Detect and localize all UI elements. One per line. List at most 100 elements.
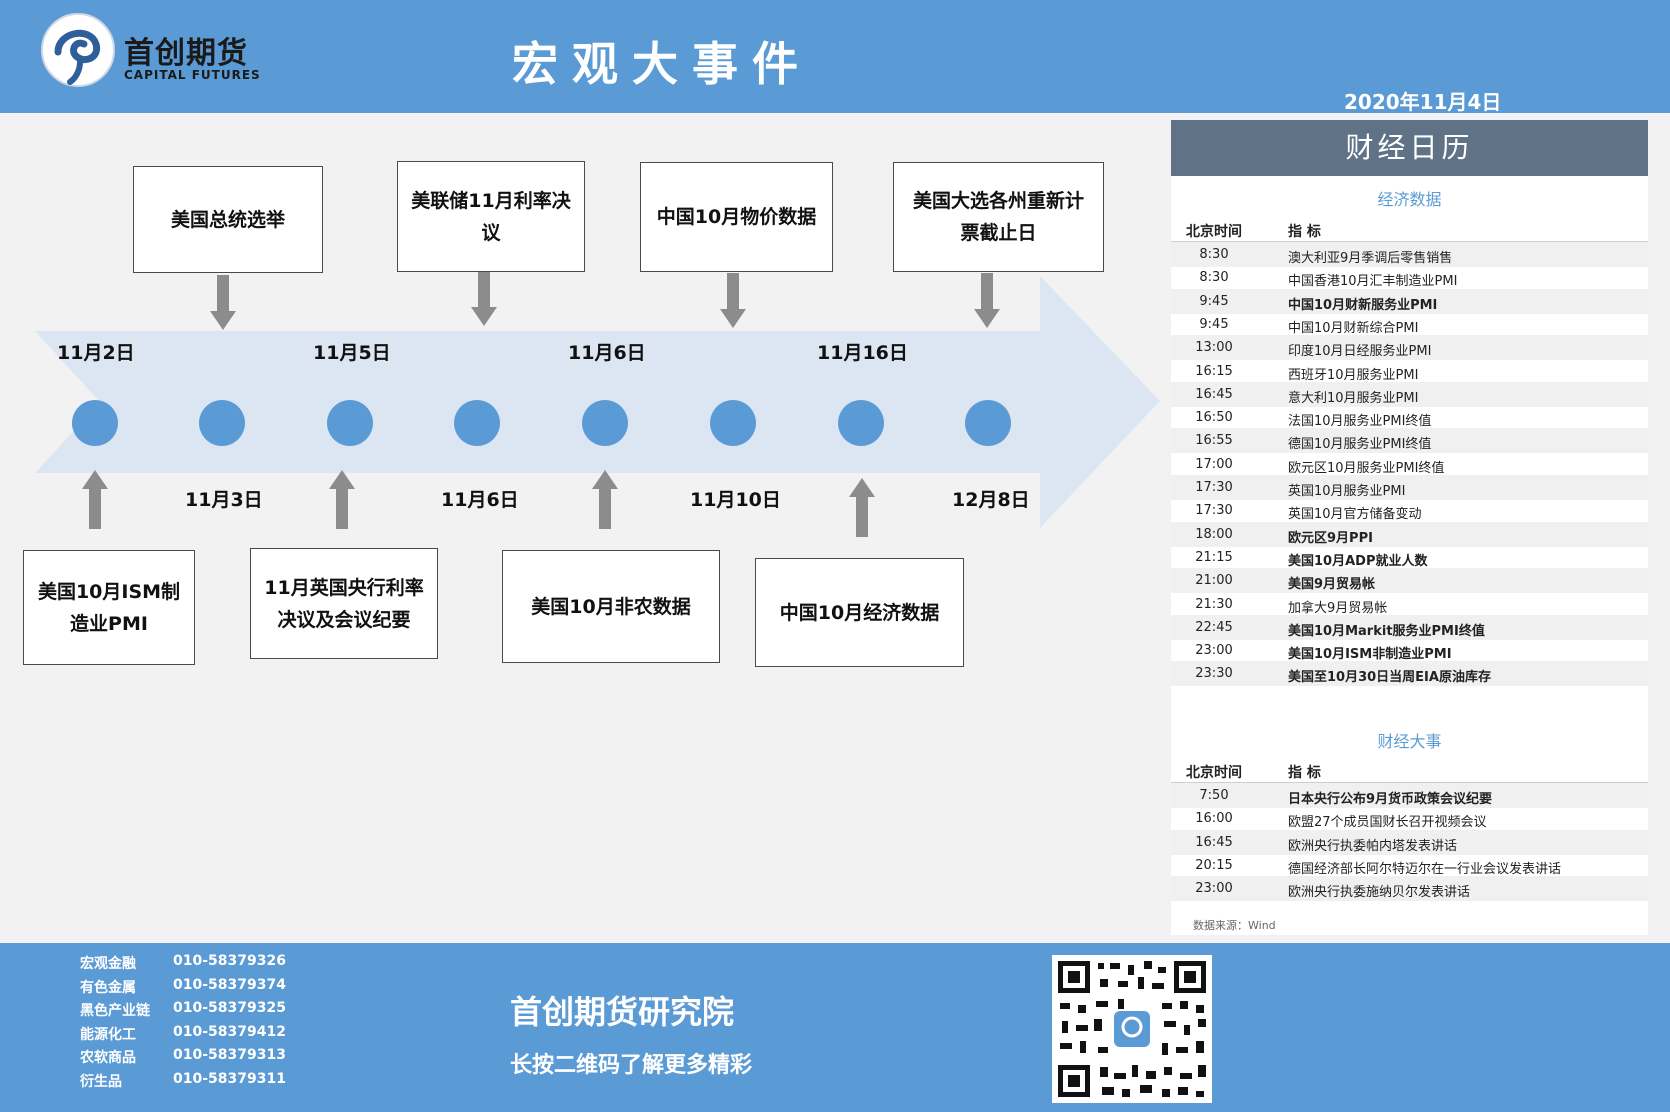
row-time: 8:30 [1199, 270, 1229, 286]
event-china-economic-data: 中国10月经济数据 [755, 558, 964, 667]
row-indicator: 中国10月财新服务业PMI [1288, 297, 1438, 313]
row-time: 21:30 [1195, 596, 1233, 612]
logo-text-en: CAPITAL FUTURES [124, 68, 261, 82]
row-time: 16:50 [1195, 410, 1233, 426]
row-time: 20:15 [1195, 857, 1233, 873]
economic-data-heading: 经济数据 [1377, 190, 1442, 209]
row-indicator: 美国10月ISM非制造业PMI [1288, 647, 1452, 663]
qr-code-icon[interactable] [1052, 955, 1212, 1103]
row-time: 23:00 [1195, 881, 1233, 897]
calendar-row: 23:30 美国至10月30日当周EIA原油库存 [1171, 661, 1648, 687]
row-indicator: 美国10月Markit服务业PMI终值 [1288, 623, 1485, 639]
row-indicator: 欧洲央行执委施纳贝尔发表讲话 [1288, 885, 1471, 901]
calendar-row: 9:45 中国10月财新服务业PMI [1171, 288, 1648, 314]
row-indicator: 美国9月贸易帐 [1288, 577, 1376, 593]
contact-department: 黑色产业链 [80, 1003, 150, 1020]
calendar-row: 21:30 加拿大9月贸易帐 [1171, 592, 1648, 617]
event-recount-deadline: 美国大选各州重新计票截止日 [893, 162, 1104, 272]
date-label-bottom: 11月10日 [690, 489, 781, 511]
institute-name: 首创期货研究院 [510, 993, 735, 1031]
event-boe-rate-decision: 11月英国央行利率决议及会议纪要 [250, 548, 438, 659]
row-indicator: 欧洲央行执委帕内塔发表讲话 [1288, 838, 1458, 854]
contact-phone[interactable]: 010-58379325 [173, 1000, 286, 1017]
date-label-top: 11月5日 [313, 342, 391, 364]
calendar-row: 22:45 美国10月Markit服务业PMI终值 [1171, 614, 1648, 640]
row-indicator: 欧盟27个成员国财长召开视频会议 [1288, 815, 1487, 831]
indicator-column-header: 指 标 [1288, 224, 1321, 240]
footer-bar: 宏观金融 010-58379326 有色金属 010-58379374 黑色产业链 010… [0, 943, 1670, 1112]
event-fed-rate-decision: 美联储11月利率决议 [397, 161, 585, 272]
economic-table-header: 北京时间 指 标 [1171, 216, 1648, 242]
row-time: 16:15 [1195, 363, 1233, 379]
timeline-dot [454, 400, 500, 446]
date-label-bottom: 11月3日 [185, 489, 263, 511]
contact-phone[interactable]: 010-58379311 [173, 1071, 286, 1087]
capital-futures-logo: 首创期货 CAPITAL FUTURES [40, 12, 300, 102]
row-indicator: 加拿大9月贸易帐 [1288, 600, 1388, 616]
contact-phone[interactable]: 010-58379313 [173, 1047, 286, 1064]
events-table-header: 北京时间 指 标 [1171, 757, 1648, 783]
row-indicator: 美国10月ADP就业人数 [1288, 553, 1428, 569]
row-time: 16:55 [1195, 433, 1233, 449]
row-indicator: 英国10月服务业PMI [1288, 484, 1406, 499]
contact-department: 宏观金融 [80, 956, 136, 972]
event-us-ism-pmi: 美国10月ISM制造业PMI [23, 550, 195, 665]
time-column-header: 北京时间 [1186, 224, 1242, 240]
contact-phone[interactable]: 010-58379412 [173, 1023, 286, 1040]
calendar-row: 16:45 欧洲央行执委帕内塔发表讲话 [1171, 829, 1648, 855]
row-time: 23:30 [1195, 666, 1233, 682]
calendar-row: 17:30 英国10月服务业PMI [1171, 475, 1648, 500]
contact-phone[interactable]: 010-58379374 [173, 976, 286, 993]
row-time: 22:45 [1195, 619, 1233, 635]
date-label-bottom: 12月8日 [952, 489, 1030, 511]
row-time: 17:00 [1195, 456, 1233, 472]
event-china-cpi: 中国10月物价数据 [640, 162, 833, 272]
timeline-dot [72, 400, 118, 446]
row-time: 9:45 [1199, 293, 1229, 309]
contact-department: 衍生品 [80, 1074, 122, 1090]
calendar-row: 16:50 法国10月服务业PMI终值 [1171, 405, 1648, 430]
row-indicator: 美国至10月30日当周EIA原油库存 [1288, 670, 1491, 686]
row-time: 17:30 [1195, 503, 1233, 519]
row-time: 16:00 [1195, 811, 1233, 827]
date-label-top: 11月16日 [817, 342, 908, 364]
calendar-row: 16:00 欧盟27个成员国财长召开视频会议 [1171, 806, 1648, 831]
timeline-dot [710, 400, 756, 446]
timeline-dot [965, 400, 1011, 446]
contact-phone[interactable]: 010-58379326 [173, 953, 286, 969]
row-indicator: 中国10月财新综合PMI [1288, 320, 1419, 336]
row-time: 21:00 [1195, 573, 1233, 589]
row-time: 13:00 [1195, 340, 1233, 356]
contact-department: 有色金属 [80, 979, 136, 996]
logo-text-cn: 首创期货 [124, 36, 248, 71]
row-indicator: 西班牙10月服务业PMI [1288, 367, 1419, 383]
event-us-election: 美国总统选举 [133, 166, 323, 273]
calendar-row: 16:15 西班牙10月服务业PMI [1171, 359, 1648, 384]
timeline-dot [199, 400, 245, 446]
date-label-bottom: 11月6日 [441, 489, 519, 511]
row-indicator: 法国10月服务业PMI终值 [1288, 414, 1432, 430]
date-label-top: 11月6日 [568, 342, 646, 364]
up-arrow-icons [82, 470, 875, 537]
contact-department: 能源化工 [80, 1026, 136, 1043]
down-arrow-icons [210, 271, 1000, 330]
indicator-column-header: 指 标 [1288, 765, 1321, 781]
logo-mark-icon [41, 13, 115, 87]
qr-slogan: 长按二维码了解更多精彩 [510, 1053, 753, 1078]
timeline-dot [327, 400, 373, 446]
timeline-dot [582, 400, 628, 446]
event-us-nonfarm: 美国10月非农数据 [502, 550, 720, 663]
report-date: 2020年11月4日 [1344, 90, 1502, 114]
row-time: 17:30 [1195, 480, 1233, 495]
row-indicator: 意大利10月服务业PMI [1288, 390, 1419, 406]
row-time: 16:45 [1195, 834, 1233, 850]
calendar-row: 23:00 欧洲央行执委施纳贝尔发表讲话 [1171, 876, 1648, 902]
